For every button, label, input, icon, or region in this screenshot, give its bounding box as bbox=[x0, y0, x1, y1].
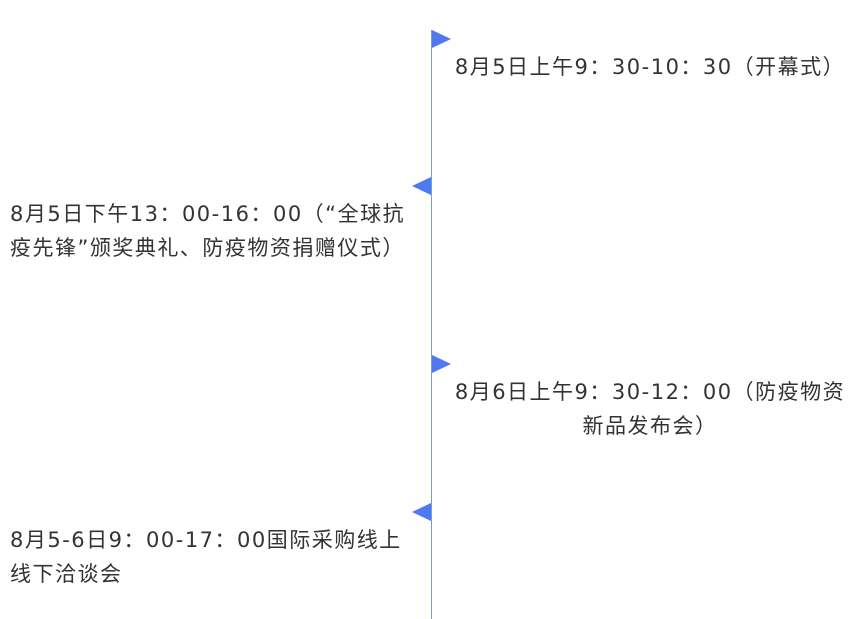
timeline-event-3: 8月6日上午9：30-12：00（防疫物资新品发布会） bbox=[454, 380, 846, 438]
timeline-event-2: 8月5日下午13：00-16：00（“全球抗疫先锋”颁奖典礼、防疫物资捐赠仪式） bbox=[10, 202, 406, 260]
timeline-event-4: 8月5-6日9：00-17：00国际采购线上线下洽谈会 bbox=[10, 528, 402, 586]
timeline-marker-2 bbox=[412, 177, 431, 195]
timeline-axis-line bbox=[431, 30, 432, 619]
timeline-marker-4 bbox=[412, 503, 431, 521]
timeline-marker-1 bbox=[432, 30, 451, 48]
timeline-event-1: 8月5日上午9：30-10：30（开幕式） bbox=[454, 55, 846, 79]
timeline-marker-3 bbox=[432, 355, 451, 373]
